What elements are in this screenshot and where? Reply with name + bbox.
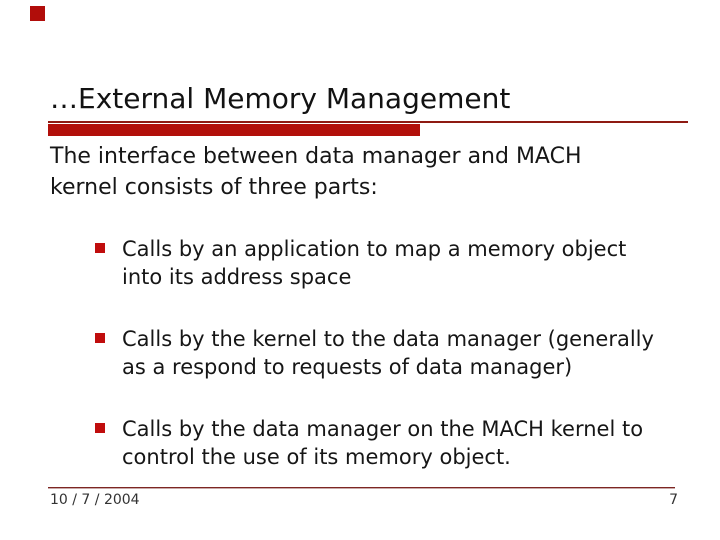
bullet-1-text: Calls by an application to map a memory … [122, 235, 685, 291]
intro-line-2: kernel consists of three parts: [50, 175, 378, 200]
bullet-2-line-1: Calls by the kernel to the data manager … [122, 327, 654, 351]
footer-date: 10 / 7 / 2004 [50, 492, 140, 508]
bullet-item-3: Calls by the data manager on the MACH ke… [95, 415, 685, 471]
intro-paragraph: The interface between data manager and M… [50, 141, 670, 203]
bullet-2-line-2: as a respond to requests of data manager… [122, 355, 573, 379]
bullet-2-text: Calls by the kernel to the data manager … [122, 325, 685, 381]
bullet-square-icon [95, 243, 105, 253]
slide-title: …External Memory Management [50, 82, 511, 115]
bullet-3-line-1: Calls by the data manager on the MACH ke… [122, 417, 644, 441]
bullet-square-icon [95, 333, 105, 343]
title-underline-bar [48, 124, 420, 136]
bullet-3-text: Calls by the data manager on the MACH ke… [122, 415, 685, 471]
bullet-3-line-2: control the use of its memory object. [122, 445, 511, 469]
template-corner-square-icon [30, 6, 45, 21]
bullet-item-1: Calls by an application to map a memory … [95, 235, 685, 291]
intro-line-1: The interface between data manager and M… [50, 144, 582, 169]
footer-divider [48, 487, 675, 489]
bullet-item-2: Calls by the kernel to the data manager … [95, 325, 685, 381]
title-underline-thin [48, 121, 688, 123]
bullet-1-line-2: into its address space [122, 265, 352, 289]
page-number: 7 [669, 492, 678, 508]
bullet-square-icon [95, 423, 105, 433]
bullet-1-line-1: Calls by an application to map a memory … [122, 237, 627, 261]
